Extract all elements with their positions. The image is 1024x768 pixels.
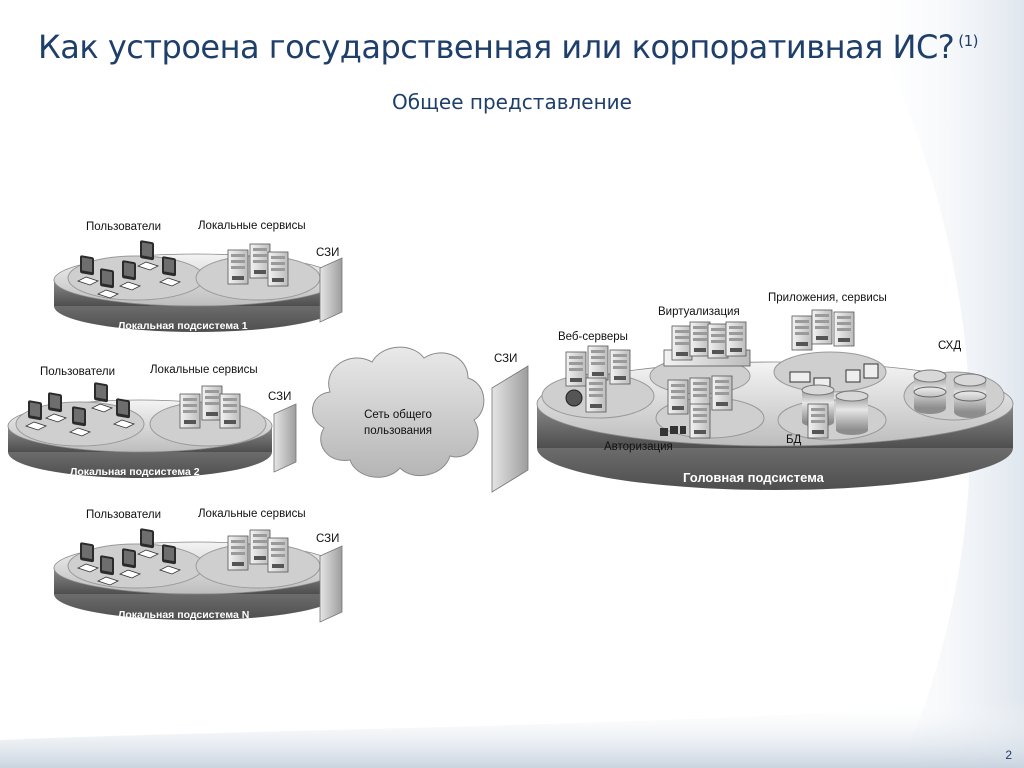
platform-label: Локальная подсистема 1 xyxy=(118,320,248,332)
virtualization-label: Виртуализация xyxy=(658,306,740,318)
authorization-icons xyxy=(660,375,733,439)
public-network-cloud: Сеть общего пользования xyxy=(312,346,485,478)
szi-label: СЗИ xyxy=(494,353,517,365)
services-label: Локальные сервисы xyxy=(150,364,258,376)
szi-label: СЗИ xyxy=(316,247,339,259)
users-label: Пользователи xyxy=(40,366,115,378)
globe-icon xyxy=(565,389,583,407)
web-servers-label: Веб-серверы xyxy=(558,331,628,343)
cloud-line-2: пользования xyxy=(364,425,432,437)
database-label: БД xyxy=(786,434,802,446)
storage-label: СХД xyxy=(938,340,961,352)
head-subsystem: Веб-серверы Виртуализация Приложения, се… xyxy=(536,292,1014,490)
szi-label: СЗИ xyxy=(268,391,291,403)
firewall-wall xyxy=(273,403,297,473)
web-server-icons xyxy=(565,345,631,413)
database-icons xyxy=(801,384,869,439)
users-label: Пользователи xyxy=(86,221,161,233)
services-label: Локальные сервисы xyxy=(198,220,306,232)
platform-label: Головная подсистема xyxy=(683,470,825,485)
slide-title: Как устроена государственная или корпора… xyxy=(38,28,979,66)
firewall-wall xyxy=(319,257,343,323)
platform-label: Локальная подсистема N xyxy=(118,609,249,621)
firewall-wall xyxy=(319,545,343,623)
local-subsystem-n: Пользователи Локальные сервисы СЗИ Локал… xyxy=(53,508,343,623)
szi-label: СЗИ xyxy=(316,533,339,545)
app-server-icons xyxy=(789,309,879,389)
virtualization-icons xyxy=(663,321,751,367)
slide-subtitle: Общее представление xyxy=(392,90,632,114)
head-firewall: СЗИ xyxy=(491,353,529,493)
apps-services-label: Приложения, сервисы xyxy=(768,292,887,304)
local-subsystem-2: Пользователи Локальные сервисы СЗИ Локал… xyxy=(7,364,297,478)
cloud-line-1: Сеть общего xyxy=(364,409,432,421)
storage-icons xyxy=(913,369,987,418)
users-label: Пользователи xyxy=(86,509,161,521)
page-number: 2 xyxy=(1005,748,1012,762)
title-suffix: (1) xyxy=(958,32,979,51)
services-label: Локальные сервисы xyxy=(198,508,306,520)
authorization-label: Авторизация xyxy=(604,441,673,453)
local-subsystem-1: Пользователи Локальные сервисы СЗИ Локал… xyxy=(53,220,343,332)
platform-label: Локальная подсистема 2 xyxy=(70,466,200,478)
title-text: Как устроена государственная или корпора… xyxy=(38,28,955,66)
